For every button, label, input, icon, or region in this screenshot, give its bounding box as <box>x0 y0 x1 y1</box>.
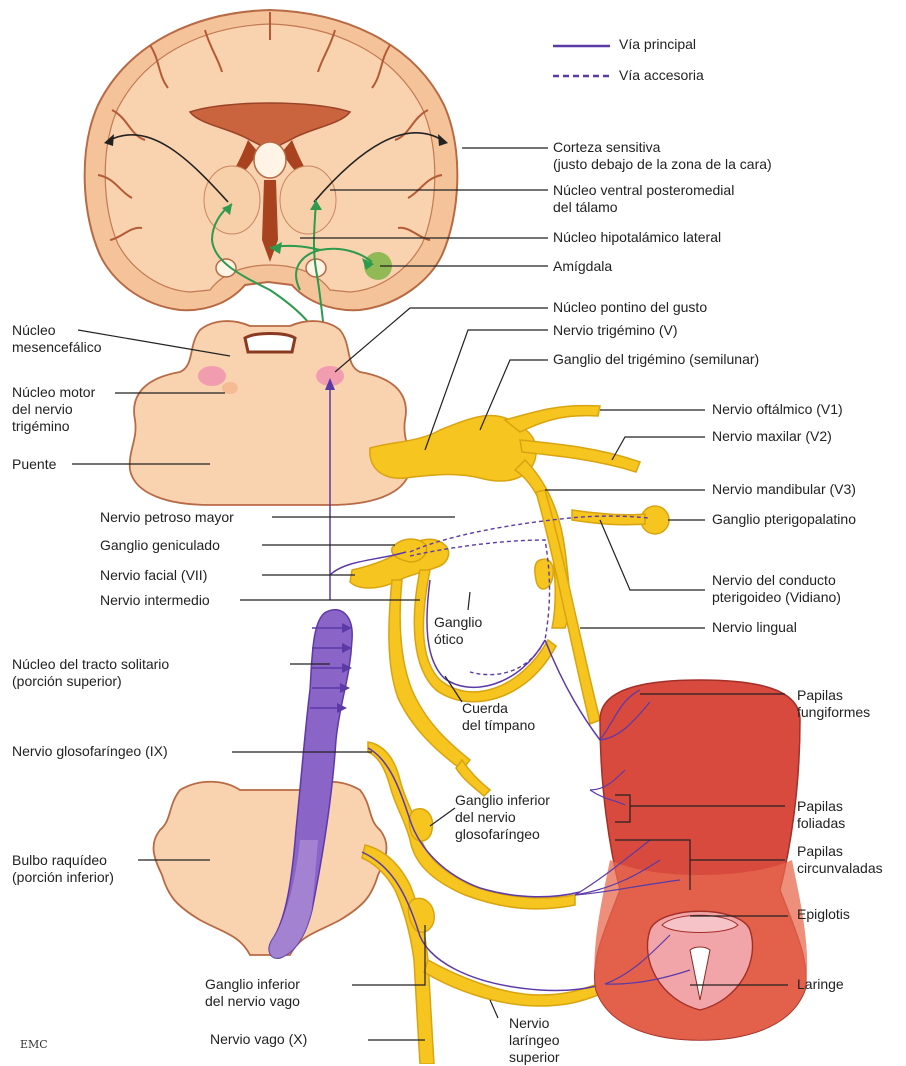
label-hipotalamico: Núcleo hipotalámico lateral <box>553 229 721 246</box>
label-trigemino: Nervio trigémino (V) <box>553 322 677 339</box>
artist-signature: ЕМС <box>20 1038 48 1051</box>
label-motor-trigemino: Núcleo motor del nervio trigémino <box>12 384 95 435</box>
medulla <box>154 782 387 955</box>
motor-trigeminal-shape <box>222 382 238 394</box>
label-geniculado: Ganglio geniculado <box>100 537 220 554</box>
label-laringe: Laringe <box>797 976 844 993</box>
label-amigdala: Amígdala <box>553 258 612 275</box>
label-mandibular: Nervio mandibular (V3) <box>712 481 856 498</box>
label-lingual: Nervio lingual <box>712 619 797 636</box>
label-pontino: Núcleo pontino del gusto <box>553 299 707 316</box>
label-vago: Nervio vago (X) <box>210 1031 307 1048</box>
label-laringeo-superior: Nervio laríngeo superior <box>509 1015 560 1066</box>
mandibular-nerve <box>515 460 570 628</box>
label-maxilar: Nervio maxilar (V2) <box>712 428 832 445</box>
label-ganglio-inf-glosofaringeo: Ganglio inferior del nervio glosofarínge… <box>455 792 550 843</box>
fornix <box>254 142 286 178</box>
label-foliadas: Papilas foliadas <box>797 798 845 832</box>
label-glosofaringeo: Nervio glosofaríngeo (IX) <box>12 743 168 760</box>
label-vidiano: Nervio del conducto pterigoideo (Vidiano… <box>712 572 841 606</box>
legend-main-label: Vía principal <box>619 36 696 53</box>
facial-branches <box>456 760 490 796</box>
aqueduct <box>245 334 295 353</box>
label-tracto-solitario: Núcleo del tracto solitario (porción sup… <box>12 656 169 690</box>
label-mesencefalico: Núcleo mesencefálico <box>12 322 102 356</box>
label-corteza-sensitiva: Corteza sensitiva (justo debajo de la zo… <box>553 139 772 173</box>
label-petroso: Nervio petroso mayor <box>100 509 234 526</box>
temporal-horn-left <box>216 259 236 277</box>
accessory-paths <box>410 516 648 675</box>
legend-accessory-label: Vía accesoria <box>619 67 704 84</box>
label-circunvaladas: Papilas circunvaladas <box>797 843 883 877</box>
label-oftalmico: Nervio oftálmico (V1) <box>712 401 843 418</box>
label-ganglio-trigemino: Ganglio del trigémino (semilunar) <box>553 351 759 368</box>
label-cuerda-timpano: Cuerda del tímpano <box>462 700 535 734</box>
ophthalmic-nerve <box>505 406 600 432</box>
label-puente: Puente <box>12 456 56 473</box>
thalamus-left <box>204 166 260 234</box>
label-nucleo-vpm: Núcleo ventral posteromedial del tálamo <box>553 182 734 216</box>
otic-ganglion <box>535 559 553 589</box>
brain-coronal-section <box>85 10 458 360</box>
label-fungiformes: Papilas fungiformes <box>797 687 870 721</box>
label-pterigopalatino: Ganglio pterigopalatino <box>712 511 856 528</box>
thalamus-right <box>280 166 336 234</box>
label-ganglio-otico: Ganglio ótico <box>434 614 482 648</box>
label-facial: Nervio facial (VII) <box>100 567 207 584</box>
glossopharyngeal-ganglion <box>409 809 432 841</box>
label-intermedio: Nervio intermedio <box>100 592 210 609</box>
label-bulbo: Bulbo raquídeo (porción inferior) <box>12 852 114 886</box>
pons <box>130 321 411 505</box>
label-epiglotis: Epiglotis <box>797 906 850 923</box>
maxillary-nerve <box>520 440 640 472</box>
nucleus-mesencephalic-shape <box>198 366 226 386</box>
label-ganglio-inf-vago: Ganglio inferior del nervio vago <box>205 976 300 1010</box>
medulla-outline <box>154 782 387 955</box>
